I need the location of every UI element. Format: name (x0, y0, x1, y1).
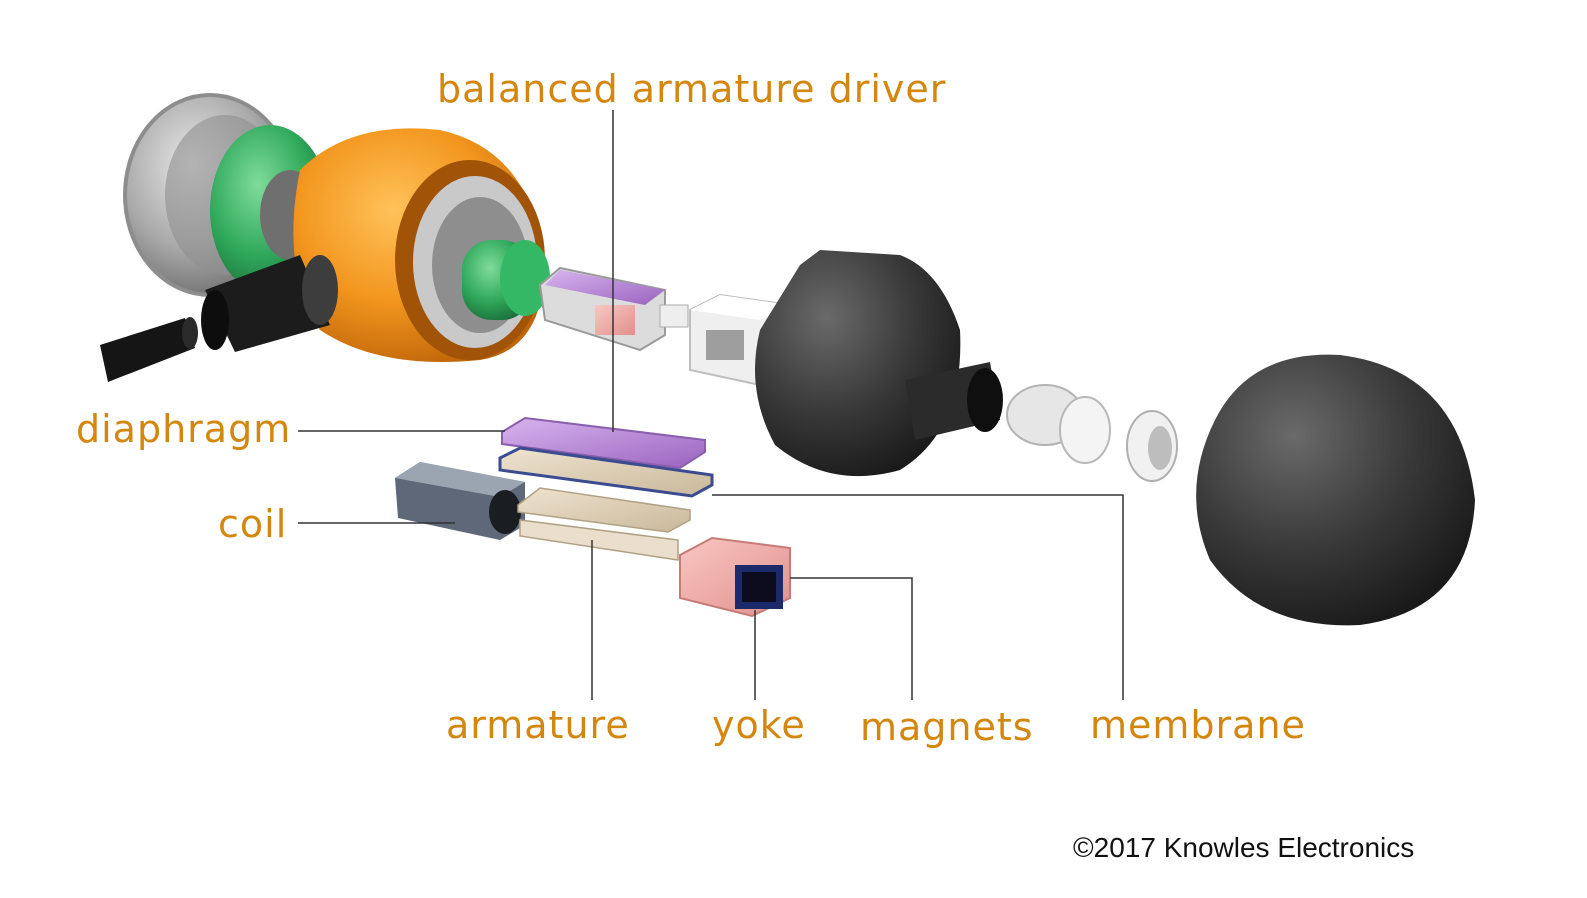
leader-membrane (712, 494, 1124, 700)
membrane-layers (498, 446, 714, 498)
green-nozzle (462, 240, 550, 320)
leader-lines (298, 110, 1124, 700)
ear-tip (1196, 354, 1475, 626)
label-coil: coil (218, 502, 288, 546)
label-balanced-armature-driver: balanced armature driver (437, 67, 947, 111)
yoke-part (679, 536, 791, 618)
label-diaphragm: diaphragm (76, 407, 292, 451)
armature-part (517, 487, 691, 561)
diaphragm-plate (501, 416, 706, 470)
coil-part (395, 462, 525, 540)
label-magnets: magnets (860, 705, 1034, 749)
armature-driver-assembled (538, 266, 689, 352)
center-body (755, 250, 1003, 477)
strain-relief (201, 255, 338, 352)
label-yoke: yoke (712, 703, 806, 747)
label-membrane: membrane (1090, 703, 1306, 747)
copyright-notice: ©2017 Knowles Electronics (1073, 832, 1415, 863)
white-rings (1006, 384, 1178, 482)
cable (100, 317, 198, 382)
label-armature: armature (446, 703, 630, 747)
leader-magnets (790, 577, 913, 700)
